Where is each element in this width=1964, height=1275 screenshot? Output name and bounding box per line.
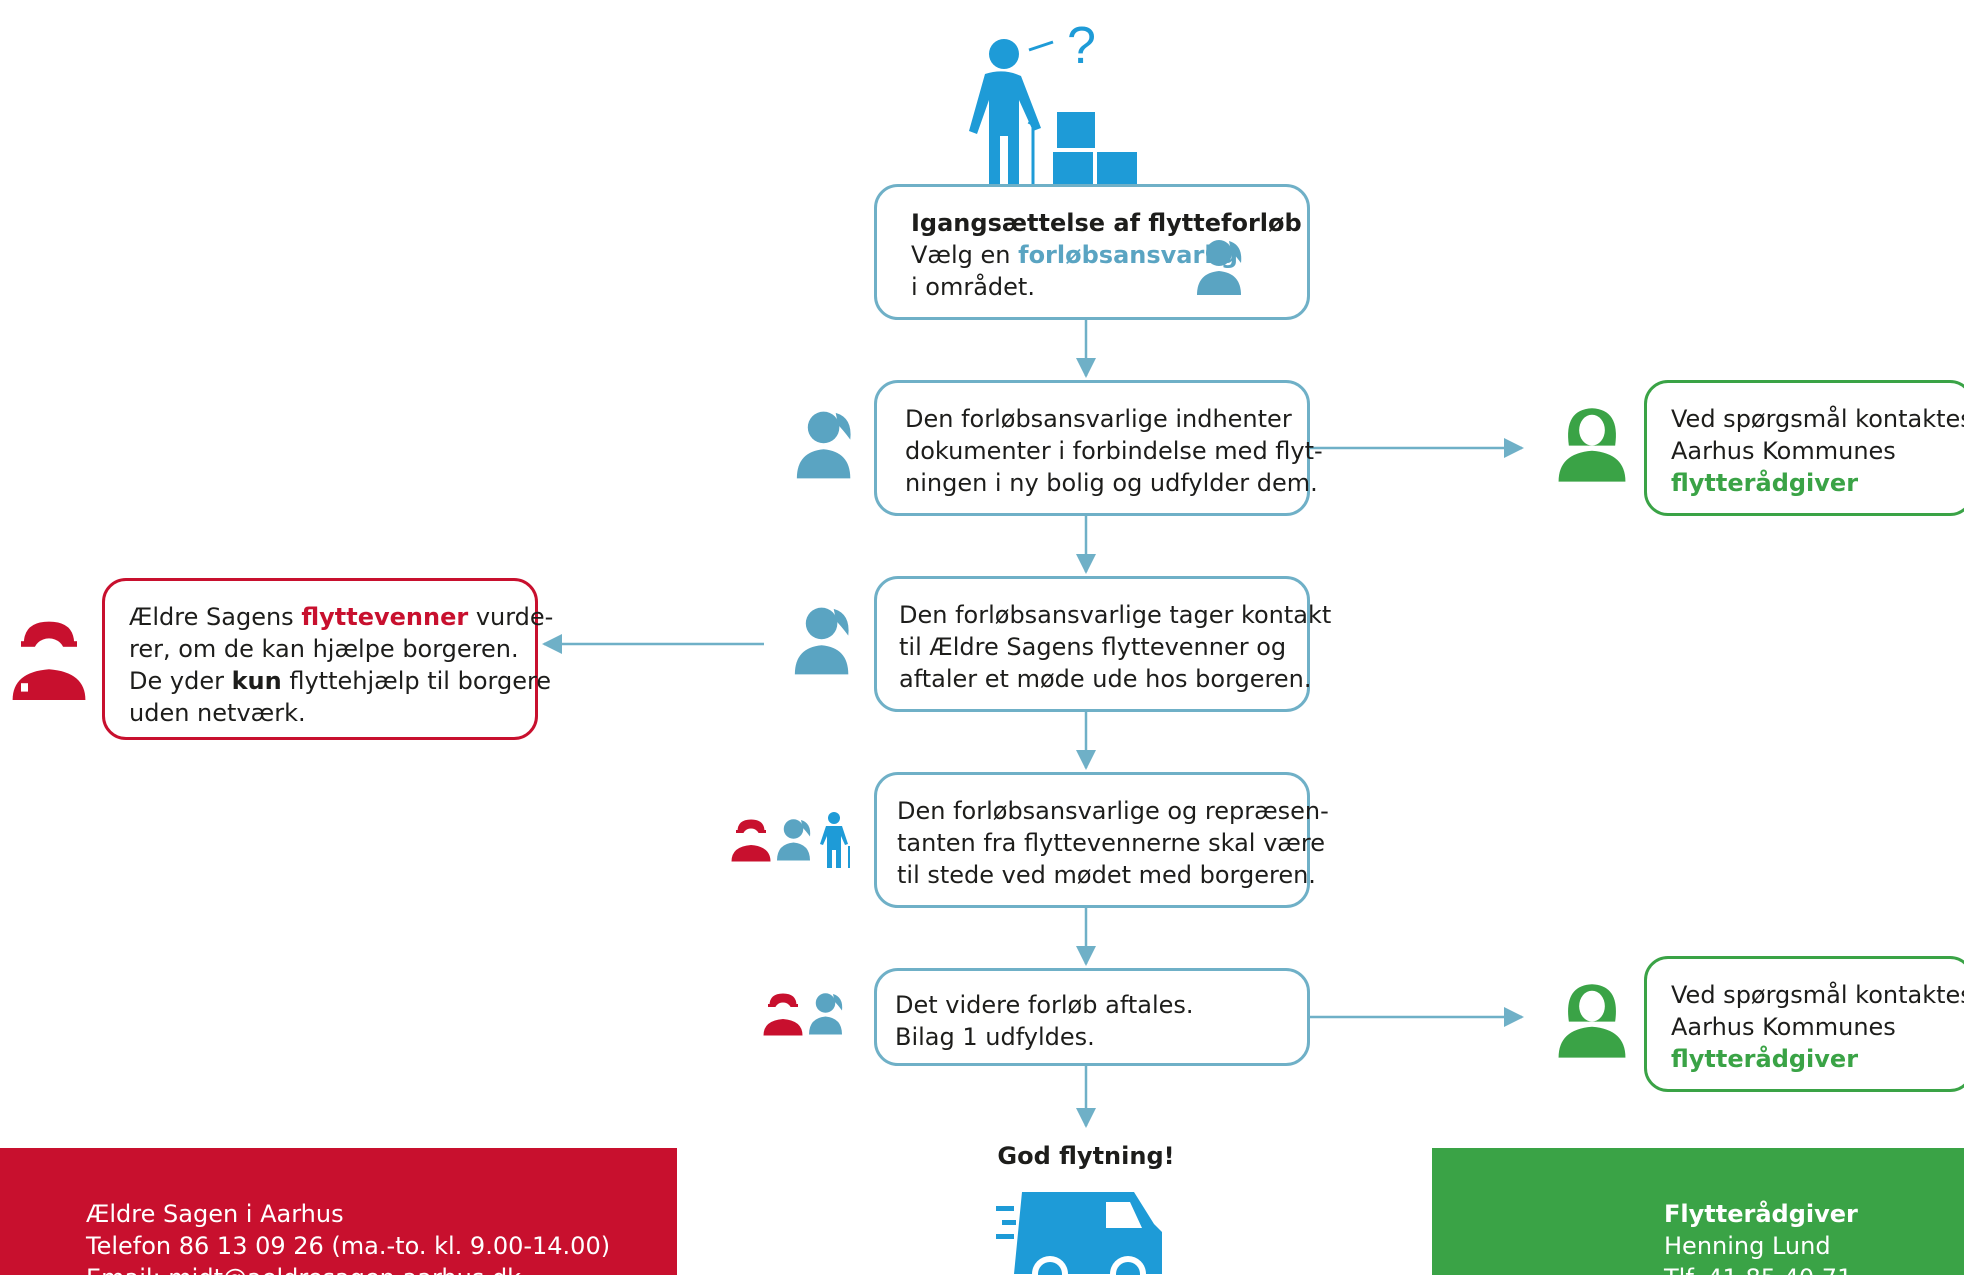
step-initiation-title: Igangsættelse af flytteforløb xyxy=(911,209,1302,237)
end-label: God flytning! xyxy=(997,1142,1175,1170)
step-agreement: Det videre forløb aftales. Bilag 1 udfyl… xyxy=(874,968,1310,1066)
phone-number: Tlf. 41 85 40 71 xyxy=(1664,1262,1964,1275)
volunteers-box: Ældre Sagens flyttevenner vurde- rer, om… xyxy=(102,578,553,740)
volunteers-highlight: flyttevenner xyxy=(301,603,469,631)
coordinator-highlight: forløbsansvarlig xyxy=(1018,241,1238,269)
volunteer-icon xyxy=(12,621,86,700)
step-contact-volunteers: Den forløbsansvarlige tager kontakt til … xyxy=(874,576,1331,712)
woman-coordinator-icon xyxy=(794,607,849,675)
step-initiation: Igangsættelse af flytteforløb Vælg en fo… xyxy=(874,184,1310,320)
step-documents: Den forløbsansvarlige indhenter dokument… xyxy=(874,380,1323,516)
woman-coordinator-icon xyxy=(777,819,811,861)
moving-truck-icon xyxy=(996,1192,1162,1275)
woman-advisor-icon xyxy=(1558,408,1626,482)
volunteer-icon xyxy=(763,993,803,1036)
woman-advisor-icon xyxy=(1558,984,1626,1058)
woman-coordinator-icon xyxy=(796,411,851,479)
svg-text:?: ? xyxy=(1067,17,1096,75)
woman-coordinator-icon xyxy=(809,993,843,1035)
footer-advisor: Flytterådgiver Henning Lund Tlf. 41 85 4… xyxy=(1432,1148,1964,1275)
email-link[interactable]: Email: midt@aeldresagen.aarhus.dk xyxy=(86,1262,677,1275)
elderly-person-icon xyxy=(820,812,850,868)
advisor-contact-box: Ved spørgsmål kontaktes Aarhus Kommunes … xyxy=(1644,380,1964,516)
advisor-contact-box: Ved spørgsmål kontaktes Aarhus Kommunes … xyxy=(1644,956,1964,1092)
volunteer-icon xyxy=(731,819,771,862)
woman-coordinator-icon xyxy=(1197,240,1242,295)
step-meeting: Den forløbsansvarlige og repræsen- tante… xyxy=(874,772,1329,908)
elderly-person-icon: ? xyxy=(969,17,1137,186)
footer-aeldre-sagen: Ældre Sagen i Aarhus Telefon 86 13 09 26… xyxy=(0,1148,677,1275)
